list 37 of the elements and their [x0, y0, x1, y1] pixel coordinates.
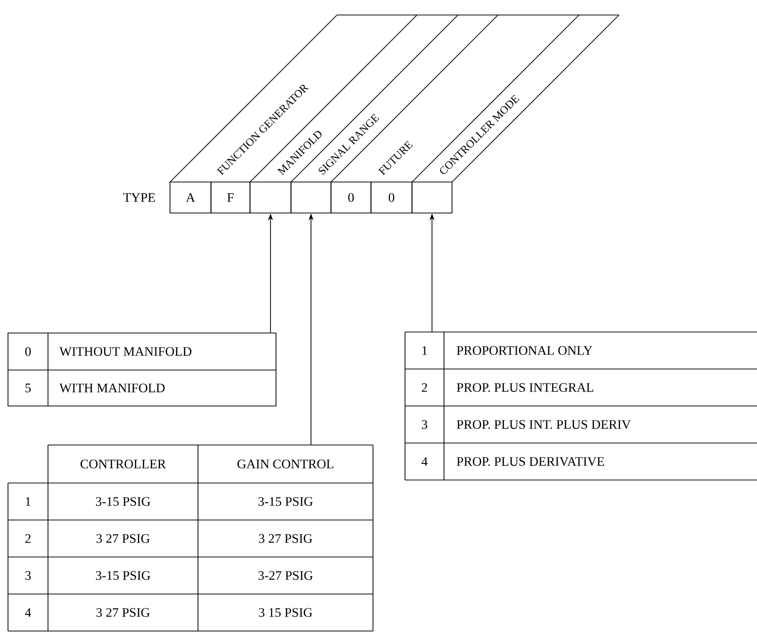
code-digit: 0: [25, 347, 31, 356]
code-digit: 1: [422, 346, 427, 355]
column-heading: GAIN CONTROL: [237, 460, 334, 468]
code-digit: 4: [422, 457, 428, 466]
code-cell: 0: [370, 182, 412, 214]
range-value: 3-27 PSIG: [258, 571, 313, 580]
blank-code-cell: [250, 182, 292, 214]
option-table: [8, 332, 276, 406]
code-cell: 0: [330, 182, 372, 214]
code-digit: 4: [25, 608, 32, 617]
code-digit: 5: [26, 384, 31, 392]
code-digit: 2: [25, 534, 31, 543]
option-text: PROP. PLUS INTEGRAL: [456, 383, 594, 392]
range-value: 3 27 PSIG: [96, 534, 150, 543]
option-text: WITH MANIFOLD: [59, 384, 165, 392]
column-heading: CONTROLLER: [80, 460, 166, 468]
option-text: PROP. PLUS INT. PLUS DERIV: [456, 420, 631, 429]
option-table: [404, 332, 757, 480]
code-cell: F: [210, 182, 250, 214]
range-value: 3-15 PSIG: [258, 497, 313, 506]
type-label: TYPE: [123, 193, 155, 202]
code-digit: 3: [422, 420, 428, 429]
range-value: 3-15 PSIG: [96, 497, 150, 506]
option-text: PROPORTIONAL ONLY: [456, 346, 592, 355]
option-text: WITHOUT MANIFOLD: [59, 347, 192, 356]
range-value: 3 27 PSIG: [259, 534, 312, 543]
range-value: 3 27 PSIG: [96, 608, 150, 617]
blank-code-cell: [290, 182, 332, 214]
code-digit: 1: [26, 497, 30, 506]
option-text: PROP. PLUS DERIVATIVE: [456, 457, 604, 466]
code-cell: A: [170, 182, 212, 214]
range-value: 3 15 PSIG: [259, 608, 312, 617]
code-digit: 2: [422, 383, 428, 392]
option-table: [8, 444, 374, 632]
code-digit: 3: [25, 571, 31, 580]
range-value: 3-15 PSIG: [96, 571, 150, 580]
blank-code-cell: [412, 182, 452, 214]
